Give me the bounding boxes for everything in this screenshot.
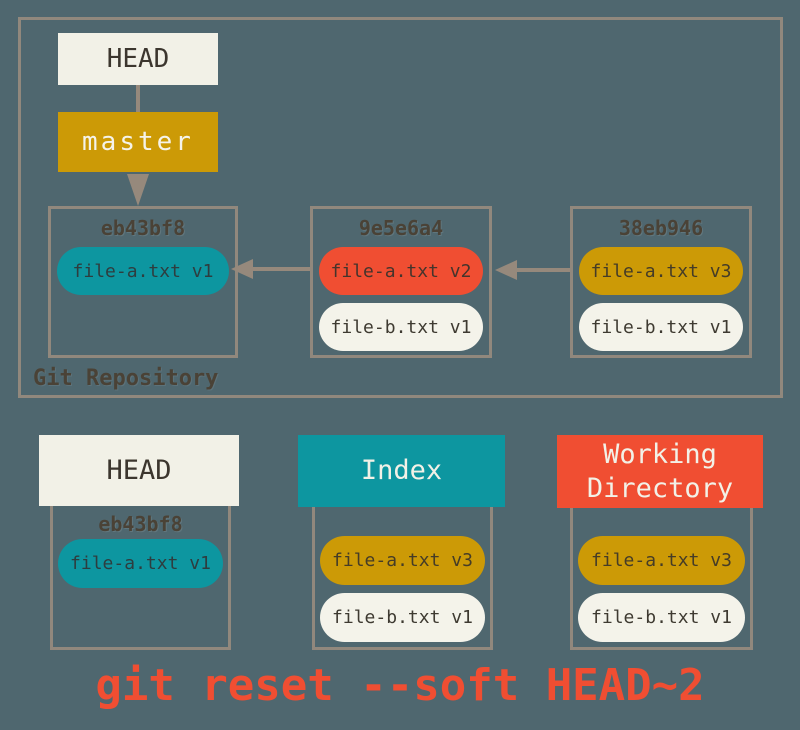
commit3-to-commit2-arrow-icon xyxy=(495,260,517,280)
commit-box-38eb946: 38eb946 file-a.txt v3 file-b.txt v1 xyxy=(570,206,752,358)
head-tree-header: HEAD xyxy=(39,435,239,506)
git-repository-label: Git Repository xyxy=(33,366,219,391)
file-pill: file-a.txt v1 xyxy=(58,539,223,588)
working-directory-tree-box: file-a.txt v3 file-b.txt v1 xyxy=(570,470,753,650)
file-pill: file-a.txt v2 xyxy=(319,247,483,295)
file-pill: file-b.txt v1 xyxy=(320,593,485,642)
commit2-to-commit1-arrow-line xyxy=(252,267,310,271)
file-pill: file-a.txt v1 xyxy=(57,247,229,295)
file-pill: file-a.txt v3 xyxy=(578,536,745,585)
file-pill: file-b.txt v1 xyxy=(578,593,745,642)
commit-box-eb43bf8: eb43bf8 file-a.txt v1 xyxy=(48,206,238,358)
working-directory-tree-header: Working Directory xyxy=(557,435,763,508)
commit-hash: 38eb946 xyxy=(618,216,704,240)
file-pill: file-b.txt v1 xyxy=(319,303,483,351)
index-tree-header: Index xyxy=(298,435,505,507)
file-pill: file-b.txt v1 xyxy=(579,303,743,351)
master-branch-box: master xyxy=(58,112,218,172)
file-pill: file-a.txt v3 xyxy=(320,536,485,585)
head-to-master-connector xyxy=(136,85,140,112)
commit-hash: eb43bf8 xyxy=(100,216,186,240)
commit3-to-commit2-arrow-line xyxy=(516,268,570,272)
head-pointer-box: HEAD xyxy=(58,33,218,85)
commit2-to-commit1-arrow-icon xyxy=(231,259,253,279)
commit-box-9e5e6a4: 9e5e6a4 file-a.txt v2 file-b.txt v1 xyxy=(310,206,492,358)
commit-hash: 9e5e6a4 xyxy=(358,216,444,240)
head-tree-hash: eb43bf8 xyxy=(98,512,183,536)
master-to-commit-arrow-icon xyxy=(127,174,149,206)
command-caption: git reset --soft HEAD~2 xyxy=(95,660,705,711)
file-pill: file-a.txt v3 xyxy=(579,247,743,295)
git-repository-box: Git Repository xyxy=(18,17,783,398)
